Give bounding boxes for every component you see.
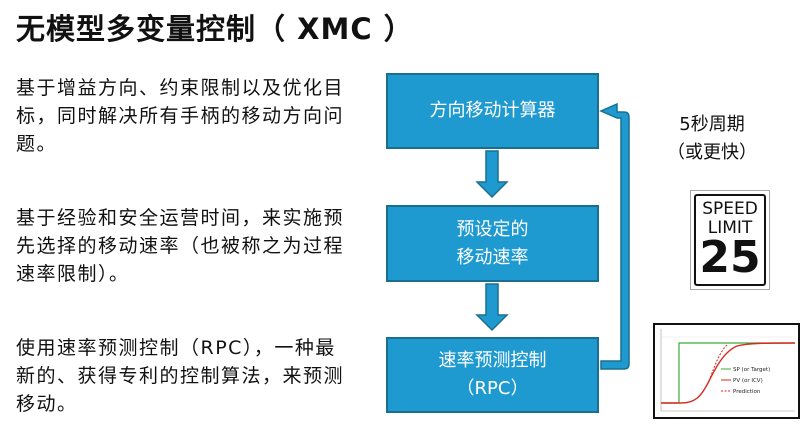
sign-limit-text: LIMIT — [707, 218, 753, 238]
mini-chart-svg: SP (or Target) PV (or ICV) Prediction — [660, 329, 796, 412]
legend-pv: PV (or ICV) — [733, 378, 763, 384]
rate-predictive-control-box: 速率预测控制 （RPC） — [386, 337, 599, 413]
description-rpc: 使用速率预测控制（RPC），一种最新的、获得专利的控制算法，来预测移动。 — [16, 337, 345, 415]
sign-number: 25 — [699, 232, 761, 283]
box3-label-line1: 速率预测控制 — [438, 350, 547, 371]
sign-speed-text: SPEED — [702, 199, 758, 219]
down-arrow-1 — [475, 150, 509, 199]
speed-limit-sign-face: SPEED LIMIT 25 — [694, 194, 766, 286]
box2-label-line2: 移动速率 — [456, 246, 529, 268]
direction-move-calculator-box: 方向移动计算器 — [386, 73, 599, 149]
response-mini-chart: SP (or Target) PV (or ICV) Prediction — [653, 323, 800, 419]
preset-move-rate-box: 预设定的 移动速率 — [386, 205, 599, 282]
description-direction: 基于增益方向、约束限制以及优化目标，同时解决所有手柄的移动方向问题。 — [16, 77, 345, 155]
box2-label-line1: 预设定的 — [456, 218, 529, 240]
box1-label: 方向移动计算器 — [429, 100, 556, 121]
cycle-period-label: 5秒周期 （或更快） — [652, 111, 772, 167]
speed-limit-sign: SPEED LIMIT 25 — [690, 190, 770, 290]
cycle-period-line1: 5秒周期 — [679, 114, 745, 135]
box3-label-line2: （RPC） — [456, 378, 529, 399]
description-move-rate: 基于经验和安全运营时间，来实施预先选择的移动速率（也被称之为过程速率限制）。 — [16, 207, 345, 285]
legend-sp: SP (or Target) — [733, 367, 770, 373]
cycle-period-line2: （或更快） — [667, 142, 757, 163]
legend-prediction: Prediction — [733, 389, 761, 395]
page-title: 无模型多变量控制（ XMC ） — [16, 12, 414, 46]
pv-line — [661, 342, 796, 404]
prediction-line — [708, 344, 728, 382]
feedback-arrow — [599, 102, 630, 370]
down-arrow-2 — [475, 283, 509, 332]
